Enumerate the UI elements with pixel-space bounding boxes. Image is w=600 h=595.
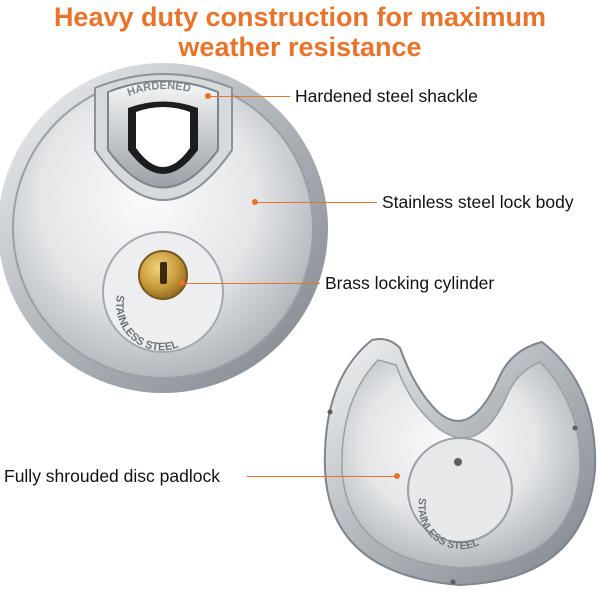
shroud-callout-leader [247, 476, 395, 477]
shackle-inner [136, 107, 190, 167]
rivet [450, 579, 456, 585]
shackle-callout-dot [205, 93, 211, 99]
cylinder-callout-dot [179, 280, 185, 286]
cylinder-callout-label: Brass locking cylinder [325, 273, 495, 293]
body-callout-leader [257, 202, 377, 203]
body-callout-dot [252, 199, 258, 205]
rivet [327, 409, 333, 415]
rivet [572, 425, 578, 431]
shackle-callout-label: Hardened steel shackle [295, 86, 478, 106]
shroud-callout-label: Fully shrouded disc padlock [4, 466, 220, 486]
cylinder-callout-leader [184, 283, 320, 284]
back-pin-hole [454, 458, 462, 466]
shroud-callout-dot [394, 473, 400, 479]
headline: Heavy duty construction for maximum weat… [0, 0, 600, 62]
headline-line-2: weather resistance [178, 32, 422, 62]
back-boss [407, 437, 513, 543]
keyway [160, 262, 167, 284]
front-padlock: HARDENED STAINLESS STEEL [0, 63, 328, 393]
shackle-callout-leader [210, 96, 290, 97]
back-padlock: STAINLESS STEEL [323, 338, 597, 587]
body-callout-label: Stainless steel lock body [382, 192, 574, 212]
headline-line-1: Heavy duty construction for maximum [53, 2, 547, 32]
